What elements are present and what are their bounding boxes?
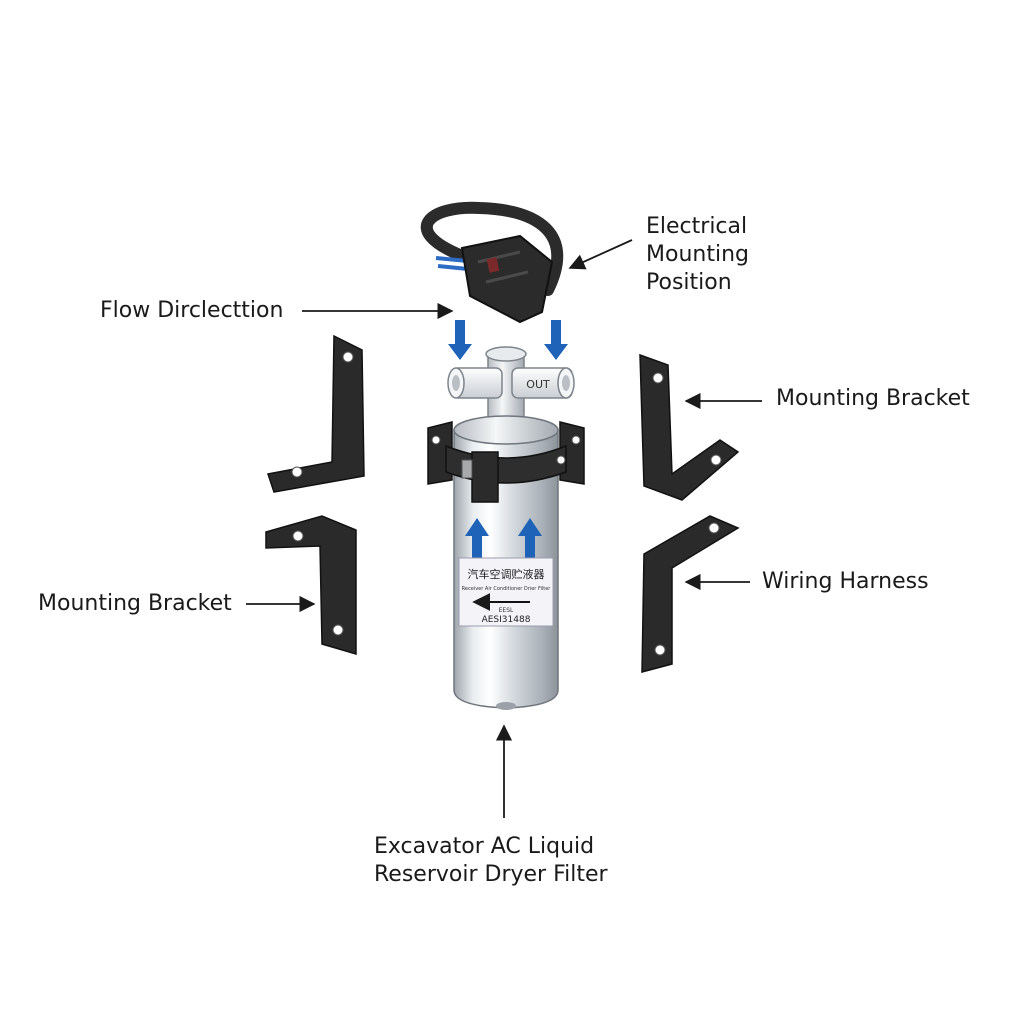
sticker-part-number: AESI31488 bbox=[482, 615, 531, 625]
filter-sticker: 汽车空调贮液器 Receiver Air Conditioner Drier F… bbox=[459, 558, 553, 626]
flow-arrow-down-icon bbox=[448, 320, 472, 360]
label-electrical-line: Electrical bbox=[646, 213, 749, 241]
label-mounting-bracket-left: Mounting Bracket bbox=[38, 590, 232, 618]
outlet-port: OUT bbox=[512, 368, 574, 398]
inlet-port bbox=[448, 368, 502, 398]
label-flow-direction: Flow Dirclecttion bbox=[100, 297, 283, 325]
label-product-line2: Reservoir Dryer Filter bbox=[374, 861, 608, 889]
bracket-lower-right bbox=[642, 516, 738, 672]
outlet-port-label: OUT bbox=[526, 378, 550, 391]
sticker-subtitle: Receiver Air Conditioner Drier Filter bbox=[462, 586, 552, 592]
sticker-title: 汽车空调贮液器 bbox=[468, 567, 545, 581]
bracket-upper-right bbox=[640, 355, 738, 500]
dryer-filter: OUT 汽车空调贮液器 Receiver Air Conditioner Dri… bbox=[428, 347, 584, 710]
label-product-line1: Excavator AC Liquid bbox=[374, 833, 608, 861]
label-product-name: Excavator AC Liquid Reservoir Dryer Filt… bbox=[374, 833, 608, 889]
leader-electrical bbox=[570, 240, 632, 268]
label-electrical-mounting-position: Electrical Mounting Position bbox=[646, 213, 749, 297]
bracket-lower-left bbox=[266, 516, 356, 654]
flow-arrow-down-icon bbox=[544, 320, 568, 360]
electrical-connector bbox=[427, 208, 558, 322]
label-position-line: Position bbox=[646, 269, 749, 297]
label-wiring-harness: Wiring Harness bbox=[762, 568, 929, 596]
sticker-code-small: EESL bbox=[499, 607, 514, 614]
bracket-upper-left bbox=[268, 336, 364, 492]
label-mounting-bracket-right: Mounting Bracket bbox=[776, 385, 970, 413]
connector-body bbox=[462, 236, 552, 322]
label-mounting-line: Mounting bbox=[646, 241, 749, 269]
